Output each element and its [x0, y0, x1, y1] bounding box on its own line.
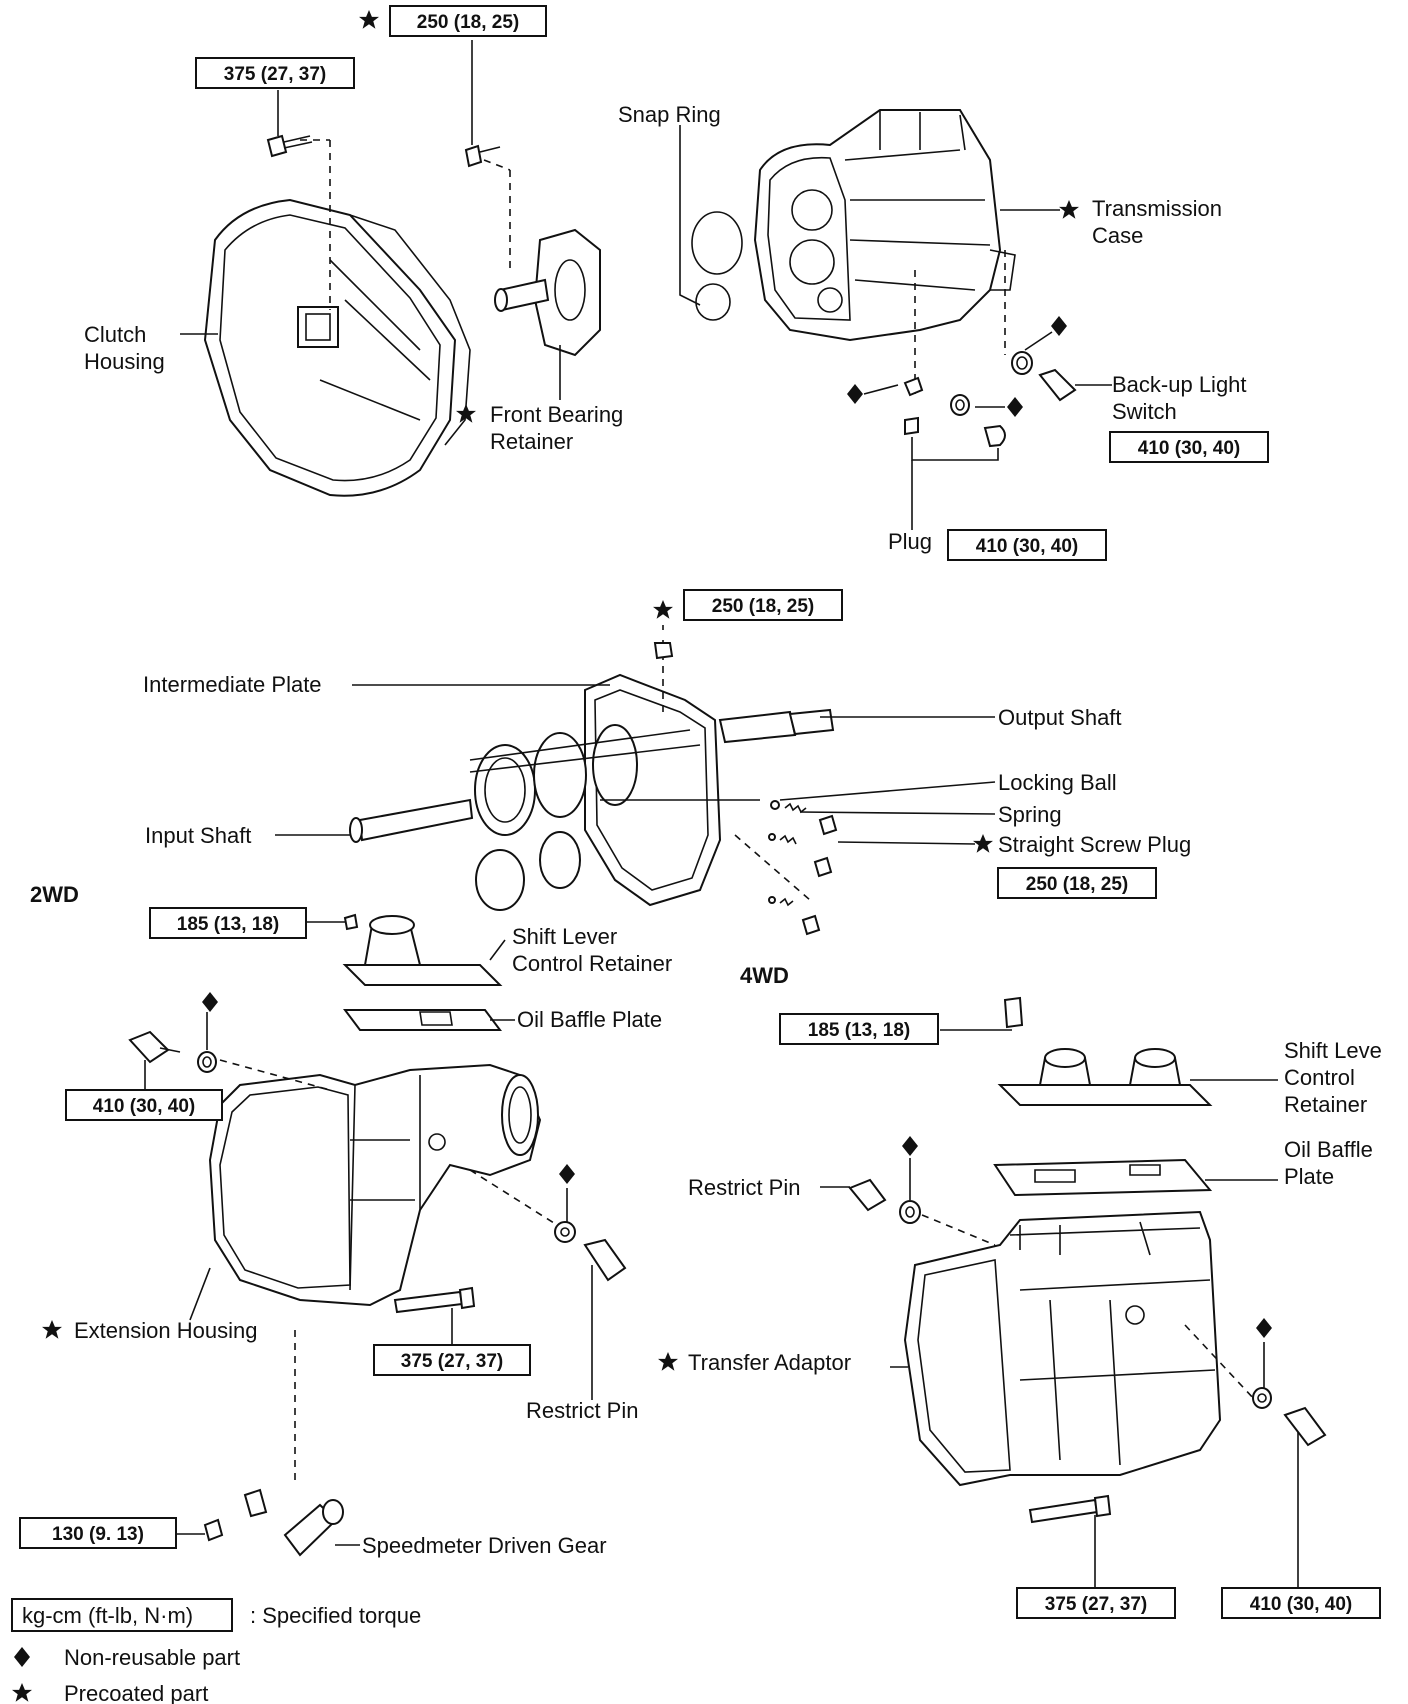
- nonreusable-diamond-icon: [1256, 1318, 1272, 1338]
- torque-clutch-housing-bolt: 375 (27, 37): [195, 57, 355, 89]
- label-output-shaft: Output Shaft: [998, 705, 1122, 730]
- svg-text:130 (9. 13): 130 (9. 13): [52, 1524, 144, 1545]
- legend: kg-cm (ft-lb, N·m) : Specified torque No…: [11, 1598, 421, 1704]
- svg-text:410 (30, 40): 410 (30, 40): [1138, 438, 1240, 459]
- torque-extension-plug-2wd: 410 (30, 40): [65, 1089, 223, 1121]
- torque-shift-retainer-2wd: 185 (13, 18): [149, 907, 307, 939]
- label-plug: Plug: [888, 529, 932, 554]
- extension-housing-drawing: [189, 1059, 566, 1480]
- torque-adaptor-bolt-4wd: 375 (27, 37): [1016, 1587, 1176, 1619]
- label-input-shaft: Input Shaft: [145, 823, 251, 848]
- nonreusable-diamond-icon: [847, 384, 863, 404]
- extension-small-parts: [128, 1012, 627, 1557]
- clutch-housing-drawing: [203, 139, 471, 497]
- label-oil-baffle-4wd-2: Plate: [1284, 1164, 1334, 1189]
- svg-text:375 (27, 37): 375 (27, 37): [1045, 1594, 1147, 1615]
- nonreusable-diamond-icon: [1051, 316, 1067, 336]
- legend-torque-desc: : Specified torque: [250, 1603, 421, 1628]
- label-locking-ball: Locking Ball: [998, 770, 1117, 795]
- legend-diamond-icon: [14, 1647, 30, 1667]
- section-4wd: 4WD: [740, 963, 789, 988]
- svg-text:410 (30, 40): 410 (30, 40): [976, 536, 1078, 557]
- label-extension-housing: Extension Housing: [74, 1318, 257, 1343]
- label-shift-retainer-2wd-2: Control Retainer: [512, 951, 672, 976]
- section-2wd: 2WD: [30, 882, 79, 907]
- precoated-star-icon: [456, 404, 476, 423]
- torque-adaptor-plug-4wd: 410 (30, 40): [1221, 1587, 1381, 1619]
- label-oil-baffle-4wd-1: Oil Baffle: [1284, 1137, 1373, 1162]
- label-transmission-case-2: Case: [1092, 223, 1143, 248]
- svg-text:185 (13, 18): 185 (13, 18): [177, 914, 279, 935]
- shift-retainer-2wd-drawing: [306, 913, 515, 1031]
- case-small-parts: [863, 331, 1112, 530]
- gear-assembly-drawing: [349, 625, 835, 911]
- svg-text:250 (18, 25): 250 (18, 25): [712, 596, 814, 617]
- label-snap-ring: Snap Ring: [618, 102, 721, 127]
- svg-text:410 (30, 40): 410 (30, 40): [1250, 1594, 1352, 1615]
- nonreusable-diamond-icon: [1007, 397, 1023, 417]
- torque-shift-retainer-4wd: 185 (13, 18): [779, 1013, 939, 1045]
- torque-intermediate-plate-bolt: 250 (18, 25): [683, 589, 843, 621]
- svg-text:375 (27, 37): 375 (27, 37): [224, 64, 326, 85]
- svg-text:185 (13, 18): 185 (13, 18): [808, 1020, 910, 1041]
- front-bearing-retainer-drawing: [464, 40, 601, 400]
- nonreusable-diamond-icon: [559, 1164, 575, 1184]
- precoated-star-icon: [1059, 200, 1079, 219]
- transmission-case-drawing: [753, 109, 1060, 395]
- label-spring: Spring: [998, 802, 1062, 827]
- shift-retainer-4wd-drawing: [940, 996, 1278, 1197]
- torque-backup-light-switch: 410 (30, 40): [1109, 431, 1269, 463]
- nonreusable-diamond-icon: [902, 1136, 918, 1156]
- torque-front-bearing-bolt: 250 (18, 25): [389, 5, 547, 37]
- torque-plug: 410 (30, 40): [947, 529, 1107, 561]
- legend-precoated: Precoated part: [64, 1681, 208, 1704]
- label-intermediate-plate: Intermediate Plate: [143, 672, 322, 697]
- label-clutch-housing-1: Clutch: [84, 322, 146, 347]
- precoated-star-icon: [42, 1320, 62, 1339]
- torque-extension-bolt-2wd: 375 (27, 37): [373, 1344, 531, 1376]
- label-restrict-pin-2wd: Restrict Pin: [526, 1398, 638, 1423]
- legend-nonreusable: Non-reusable part: [64, 1645, 240, 1670]
- svg-text:250 (18, 25): 250 (18, 25): [1026, 874, 1128, 895]
- label-front-bearing-retainer-2: Retainer: [490, 429, 573, 454]
- label-transfer-adaptor: Transfer Adaptor: [688, 1350, 851, 1375]
- transfer-adaptor-drawing: [890, 1209, 1256, 1487]
- clutch-housing-bolt: [266, 90, 313, 158]
- label-clutch-housing-2: Housing: [84, 349, 165, 374]
- label-oil-baffle-2wd: Oil Baffle Plate: [517, 1007, 662, 1032]
- snap-ring-drawing: [679, 125, 743, 321]
- label-shift-retainer-4wd-1: Shift Leve: [1284, 1038, 1382, 1063]
- svg-text:410 (30, 40): 410 (30, 40): [93, 1096, 195, 1117]
- label-shift-retainer-2wd-1: Shift Lever: [512, 924, 617, 949]
- label-restrict-pin-4wd: Restrict Pin: [688, 1175, 800, 1200]
- label-shift-retainer-4wd-2: Control: [1284, 1065, 1355, 1090]
- label-speedometer-driven-gear: Speedmeter Driven Gear: [362, 1533, 607, 1558]
- label-transmission-case-1: Transmission: [1092, 196, 1222, 221]
- precoated-star-icon: [973, 834, 993, 853]
- svg-text:375 (27, 37): 375 (27, 37): [401, 1351, 503, 1372]
- legend-star-icon: [12, 1683, 32, 1702]
- detent-parts: [768, 716, 996, 936]
- label-backup-light-switch-1: Back-up Light: [1112, 372, 1247, 397]
- label-front-bearing-retainer-1: Front Bearing: [490, 402, 623, 427]
- adaptor-small-parts: [820, 1158, 1327, 1588]
- torque-speedometer-bolt: 130 (9. 13): [19, 1517, 177, 1549]
- label-backup-light-switch-2: Switch: [1112, 399, 1177, 424]
- label-shift-retainer-4wd-3: Retainer: [1284, 1092, 1367, 1117]
- svg-text:250 (18, 25): 250 (18, 25): [417, 12, 519, 33]
- legend-torque-box: kg-cm (ft-lb, N·m): [22, 1603, 193, 1628]
- precoated-star-icon: [653, 600, 673, 619]
- precoated-star-icon: [658, 1352, 678, 1371]
- nonreusable-diamond-icon: [202, 992, 218, 1012]
- precoated-star-icon: [359, 10, 379, 29]
- torque-straight-screw-plug: 250 (18, 25): [997, 867, 1157, 899]
- label-straight-screw-plug: Straight Screw Plug: [998, 832, 1191, 857]
